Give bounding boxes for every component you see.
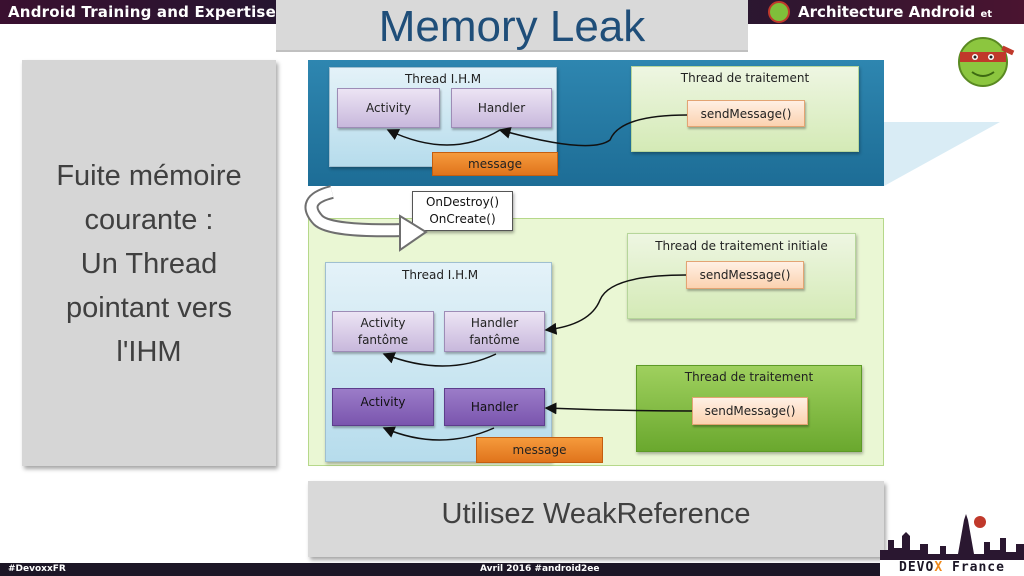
left-text: Fuite mémoire courante : Un Thread point… (22, 154, 276, 374)
android-ninja-mascot-icon (958, 37, 1015, 87)
handler-box-bottom: Handler (444, 388, 545, 426)
ui-thread-label: Thread I.H.M (402, 268, 479, 282)
paris-skyline-icon (880, 514, 1024, 566)
left-text-line: courante : (84, 204, 214, 236)
left-text-line: Un Thread (80, 248, 218, 280)
ghost-activity-line: Activity (360, 315, 406, 330)
lifecycle-line: OnCreate() (429, 212, 496, 226)
ghost-handler-box: Handler fantôme (444, 311, 545, 352)
ghost-handler-line: Handler (470, 315, 519, 330)
left-text-line: l'IHM (116, 336, 182, 368)
left-text-line: pointant vers (65, 292, 233, 324)
header-right-title: Architecture Android et bonnes pratiques (798, 3, 1024, 39)
ui-thread-box-bottom: Thread I.H.M (325, 262, 552, 462)
devoxx-france-logo: DEVOX France (880, 560, 1024, 576)
header-right-main: Architecture Android (798, 3, 976, 21)
worker-thread-label: Thread de traitement (684, 370, 814, 384)
header-right-suffix: et bonnes pratiques (798, 9, 992, 38)
slide-title: Memory Leak (378, 2, 646, 51)
ui-thread-label: Thread I.H.M (404, 72, 482, 86)
initial-thread-label: Thread de traitement initiale (655, 239, 828, 253)
title-box (276, 0, 748, 52)
lifecycle-note: OnDestroy() OnCreate() (412, 191, 513, 231)
footer-event: Avril 2016 #android2ee (480, 564, 600, 574)
worker-thread-label: Thread de traitement (680, 71, 810, 85)
activity-box-top: Activity (337, 88, 440, 128)
initial-send-message: sendMessage() (686, 261, 804, 289)
left-text-panel (22, 60, 276, 466)
ghost-handler-line: fantôme (469, 332, 520, 347)
footer-hashtag: #DevoxxFR (8, 564, 66, 574)
ghost-activity-box: Activity fantôme (332, 311, 434, 352)
brand-pre: DEVO (899, 560, 935, 575)
bottom-banner (0, 563, 1024, 576)
send-message-top: sendMessage() (687, 100, 805, 127)
header-left-title: Android Training and Expertise (8, 3, 276, 21)
message-box-bottom: message (476, 437, 603, 463)
brand-post: France (952, 560, 1005, 575)
bottom-text: Utilisez WeakReference (441, 498, 751, 530)
bottom-text-panel (308, 481, 884, 557)
left-text-line: Fuite mémoire (56, 160, 242, 192)
message-box-top: message (432, 152, 558, 176)
activity-box-bottom: Activity (332, 388, 434, 426)
brand-x: X (934, 560, 944, 575)
lifecycle-line: OnDestroy() (425, 195, 500, 209)
send-message-bottom: sendMessage() (692, 397, 808, 425)
android-badge-icon (768, 1, 790, 23)
ghost-activity-line: fantôme (357, 332, 409, 347)
handler-box-top: Handler (451, 88, 552, 128)
